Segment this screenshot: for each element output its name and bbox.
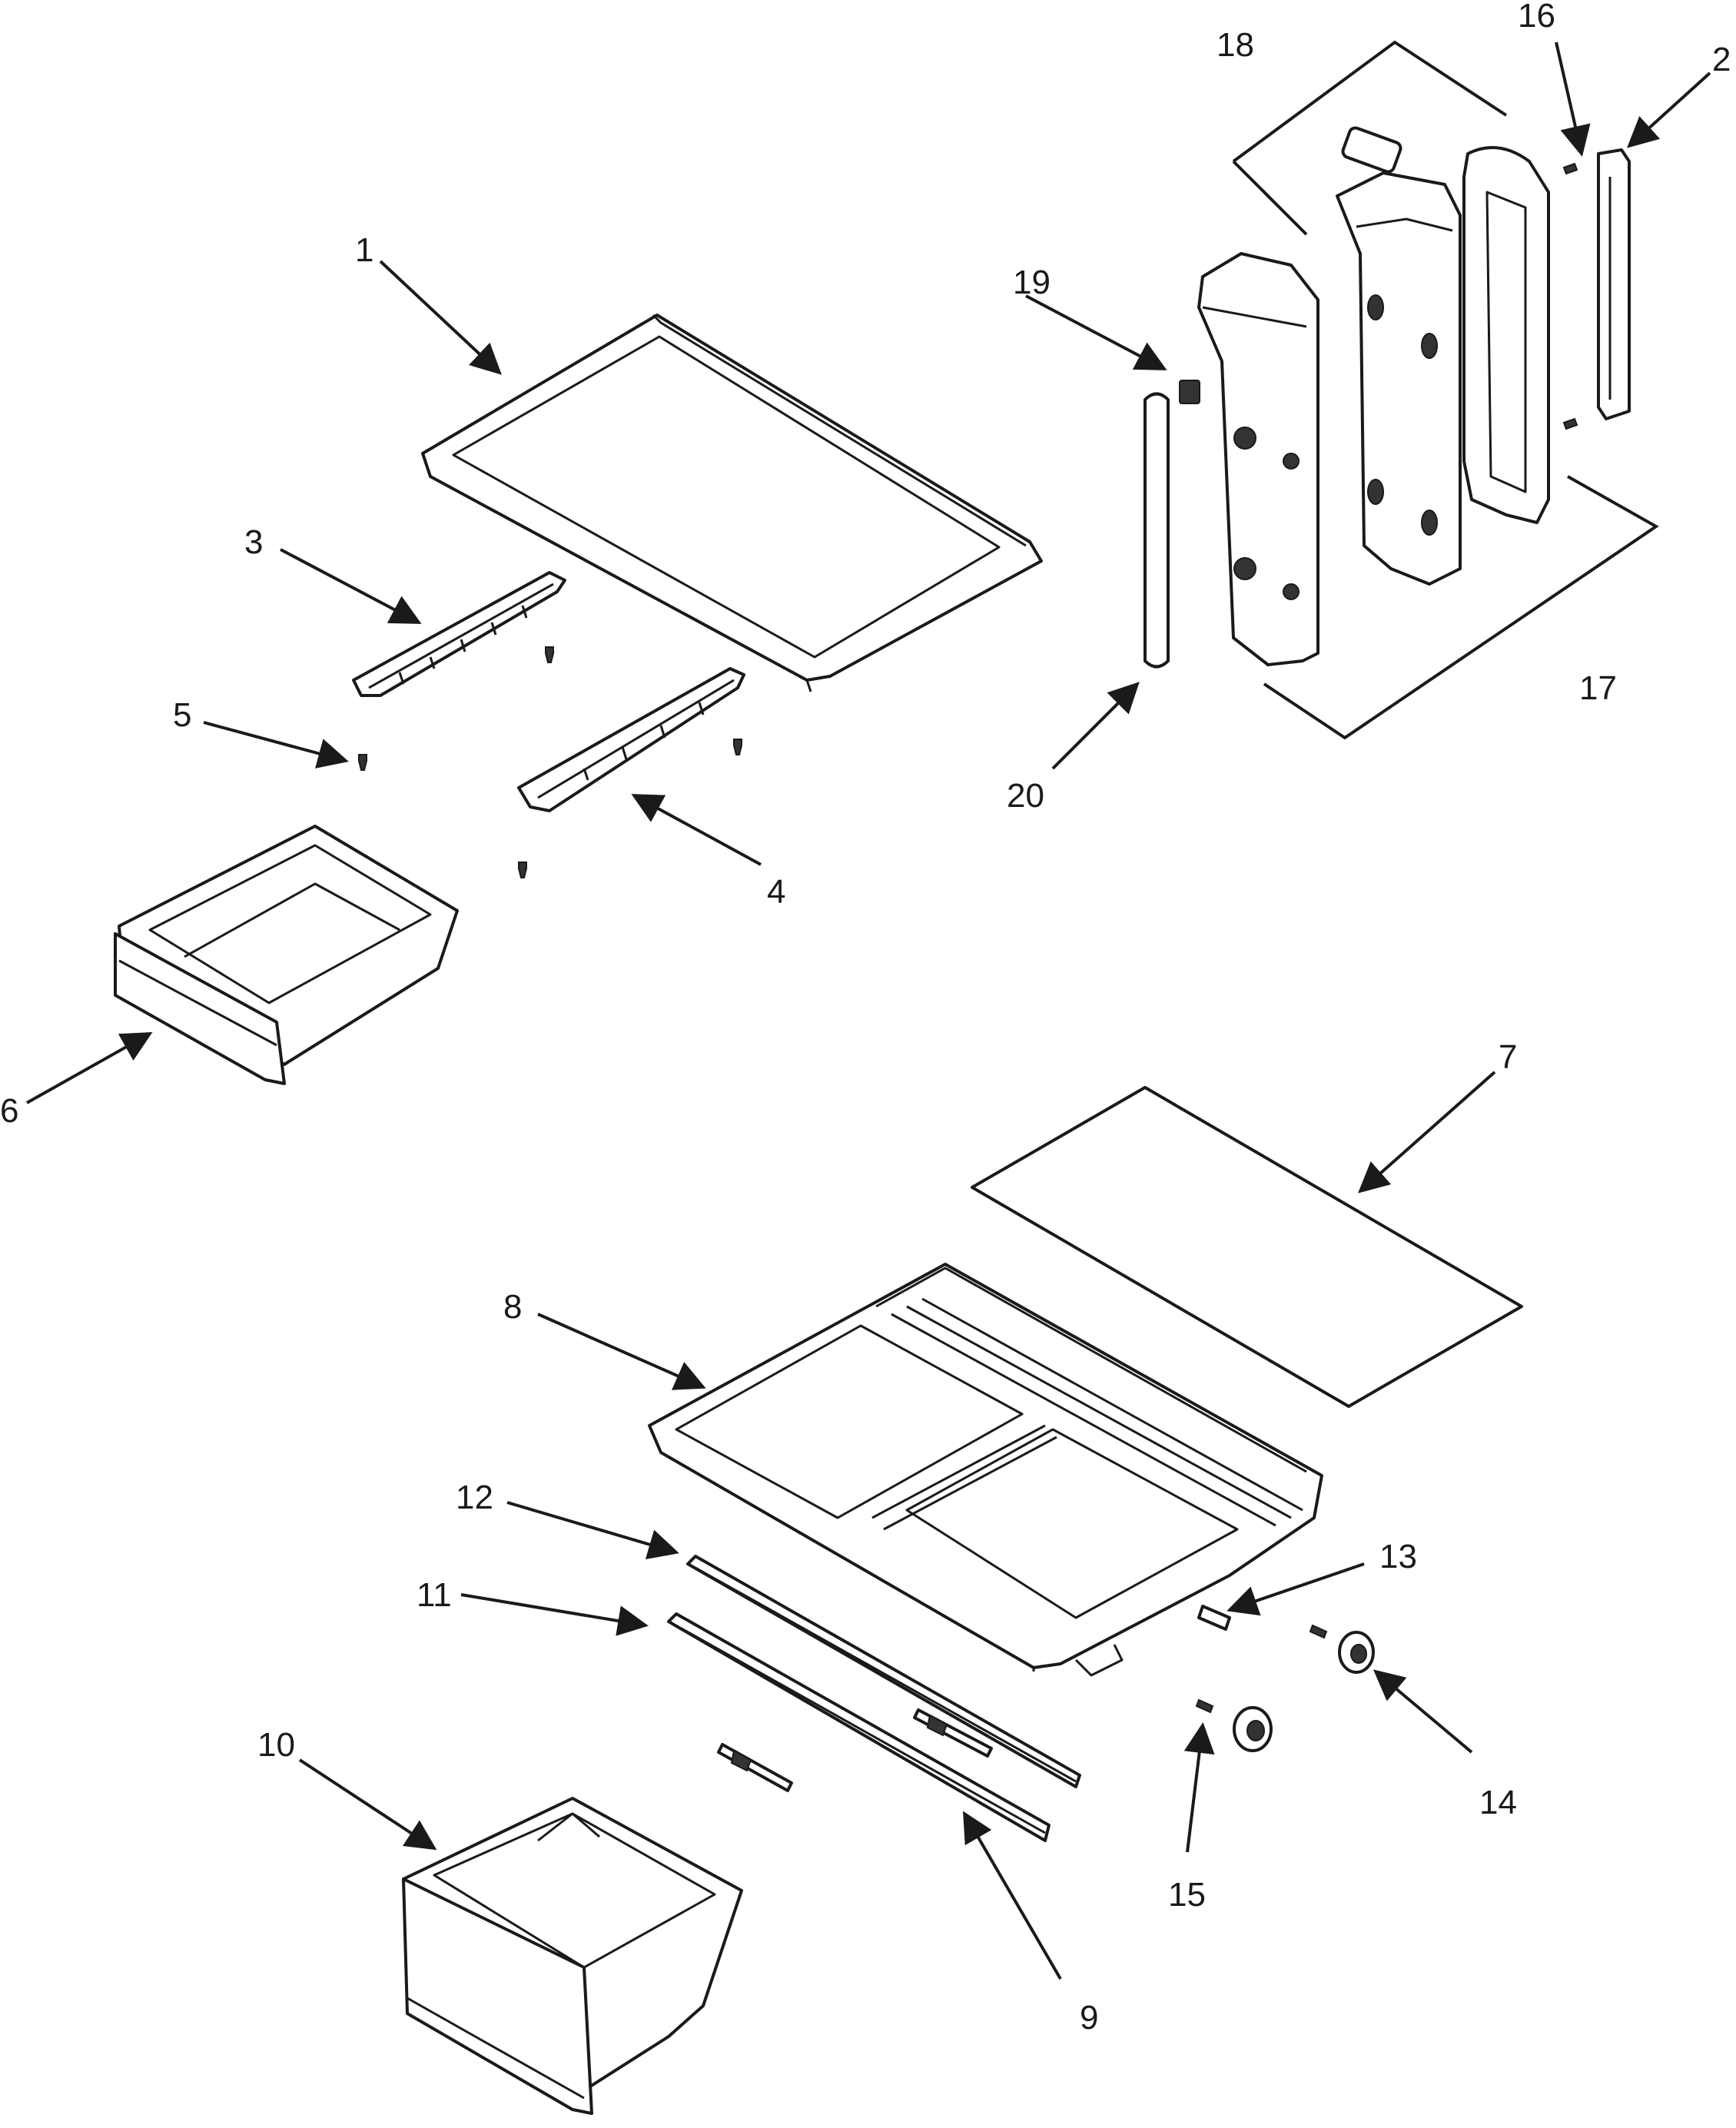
part-17-pan-rear	[1336, 171, 1462, 586]
callout-6: 6	[0, 1092, 18, 1130]
part-6-crisper-drawer	[114, 825, 459, 1085]
callout-3: 3	[244, 523, 263, 561]
part-7-glass-panel	[971, 1086, 1523, 1408]
callout-10: 10	[257, 1726, 295, 1764]
part-20-vertical-strip	[1144, 392, 1170, 669]
part-18-kit-outline	[1232, 40, 1508, 236]
part-8-crisper-cover-frame	[648, 1263, 1323, 1677]
part-1-glass-shelf	[421, 314, 1043, 692]
part-17-kit-outline	[1263, 475, 1659, 740]
part-9-slide-clips	[717, 1708, 993, 1792]
part-18-pan-front	[1197, 252, 1319, 666]
part-15-roller	[1195, 1698, 1273, 1752]
callout-15: 15	[1168, 1876, 1206, 1914]
callout-12: 12	[456, 1479, 493, 1516]
callout-17: 17	[1579, 669, 1617, 707]
callout-20: 20	[1007, 777, 1044, 815]
part-2-vertical-bracket	[1597, 148, 1631, 420]
callout-1: 1	[355, 231, 373, 269]
part-19-small-clip	[1179, 380, 1200, 404]
part-4-shelf-rail	[517, 667, 745, 812]
part-10-crisper-drawer	[402, 1797, 743, 2115]
callout-7: 7	[1499, 1038, 1517, 1076]
part-17-gasket	[1462, 146, 1550, 524]
callout-labels: 1 2 3 4 5 6 7 8 9 10 11 12 13 14 15 16 1…	[0, 0, 1731, 2037]
callout-14: 14	[1479, 1784, 1517, 1821]
part-5-screws	[358, 646, 742, 878]
callout-5: 5	[173, 696, 191, 734]
callout-9: 9	[1080, 1999, 1098, 2037]
callout-19: 19	[1013, 264, 1051, 301]
callout-8: 8	[503, 1288, 522, 1326]
part-14-roller	[1309, 1624, 1375, 1674]
part-11-long-rail	[667, 1612, 1051, 1842]
callout-16: 16	[1518, 0, 1555, 35]
leader-lines	[26, 41, 1711, 1980]
callout-13: 13	[1379, 1538, 1417, 1575]
callout-11: 11	[417, 1576, 452, 1614]
callout-18: 18	[1217, 26, 1254, 64]
part-16-screws	[1562, 162, 1578, 430]
callout-4: 4	[767, 873, 785, 911]
part-3-shelf-rail	[352, 571, 566, 697]
part-12-trim-strip	[686, 1555, 1081, 1788]
callout-2: 2	[1712, 41, 1731, 78]
part-13-pin	[1197, 1605, 1231, 1631]
